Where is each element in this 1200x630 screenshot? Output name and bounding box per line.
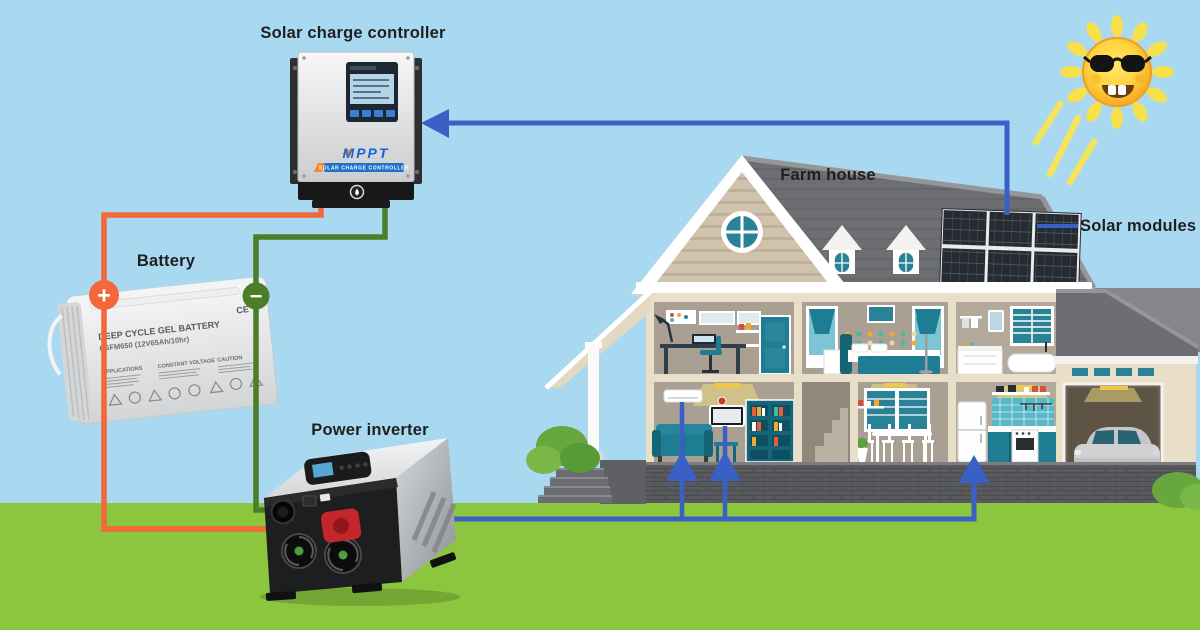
gable	[631, 155, 853, 294]
dormer-window	[886, 225, 926, 274]
wire-battery-negative	[253, 196, 388, 513]
arrow-to-ac	[666, 451, 698, 481]
svg-text:APPLICATIONS: APPLICATIONS	[102, 366, 143, 376]
kitchen-room	[956, 382, 1058, 463]
negative-badge: −	[242, 282, 270, 310]
alarm	[717, 396, 727, 406]
label-farm-house: Farm house	[780, 166, 876, 184]
label-solar-modules: Solar modules	[1080, 217, 1197, 235]
controller-brand-text: MPPT	[343, 145, 390, 161]
dining-set	[862, 424, 934, 462]
bathroom-room	[956, 302, 1058, 375]
wire-inverter-to-house	[430, 402, 990, 522]
positive-terminal	[321, 508, 362, 543]
label-power-inverter: Power inverter	[311, 421, 429, 439]
bookshelf	[745, 399, 795, 463]
dining-room	[854, 382, 948, 462]
charge-controller-device: MPPT SOLAR CHARGE CONTROLLER	[290, 51, 422, 208]
foundation	[646, 462, 1196, 503]
minus-icon: −	[250, 284, 263, 309]
living-room	[652, 382, 795, 463]
office-room	[654, 302, 794, 375]
arrow-to-tv	[709, 451, 741, 481]
stairs	[802, 382, 850, 462]
power-inverter-device	[264, 438, 457, 601]
negative-terminal	[270, 499, 296, 525]
sun-icon	[1060, 15, 1174, 129]
air-conditioner	[663, 389, 703, 403]
label-solar-charge-controller: Solar charge controller	[260, 24, 446, 42]
wire-pv-to-controller	[421, 109, 1010, 215]
arrowhead-into-controller	[421, 109, 449, 138]
bedroom-room	[802, 302, 948, 375]
sun-rays	[1032, 100, 1098, 186]
bush	[526, 426, 600, 474]
bush	[1152, 472, 1200, 510]
plus-icon: +	[97, 283, 111, 310]
sunglasses-icon	[1083, 55, 1152, 72]
label-battery: Battery	[136, 252, 196, 270]
grass	[0, 503, 1200, 630]
svg-text:CAUTION: CAUTION	[217, 355, 243, 364]
farm-house-illustration	[526, 155, 1200, 510]
arrow-to-fridge	[958, 455, 990, 483]
battery-device: DEEP CYCLE GEL BATTERY 6GFM650 (12V65Ah/…	[47, 276, 278, 425]
battery-cert-text: CE	[236, 304, 249, 315]
fridge	[957, 401, 987, 463]
bathtub	[1007, 353, 1057, 373]
positive-badge: +	[89, 280, 119, 310]
wire-battery-positive	[101, 196, 330, 532]
fan-icon	[281, 533, 317, 569]
bed	[840, 334, 852, 374]
solar-panels	[939, 208, 1082, 290]
inverter-display	[304, 451, 372, 485]
controller-banner-text: SOLAR CHARGE CONTROLLER	[319, 166, 409, 172]
